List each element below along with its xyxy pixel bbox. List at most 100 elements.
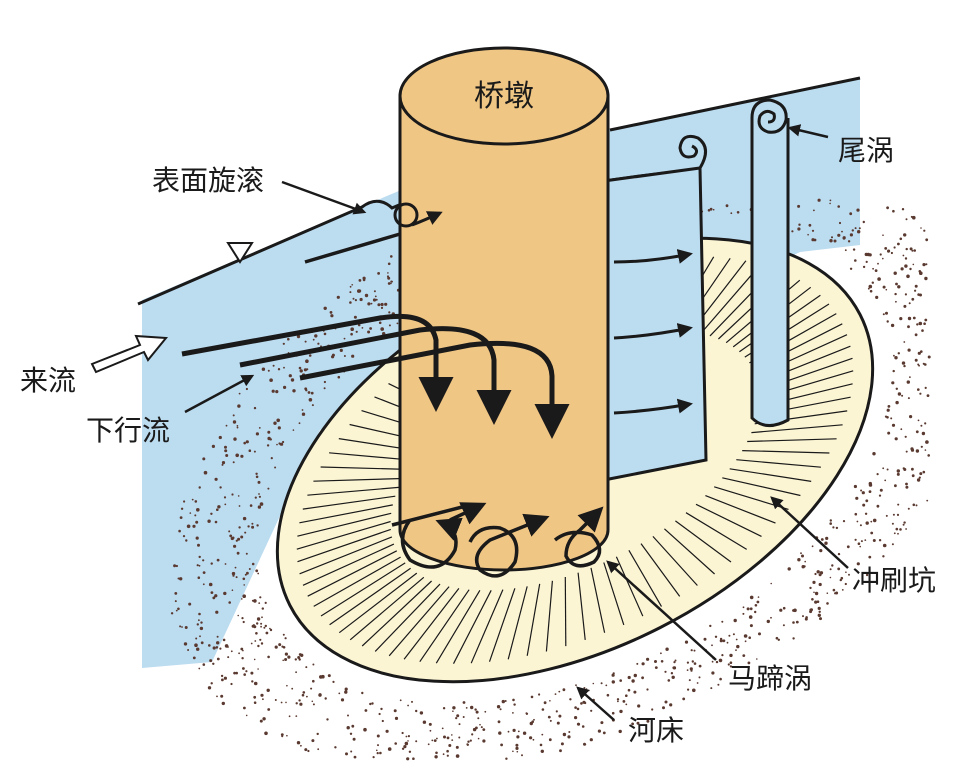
label-scour-hole: 冲刷坑 <box>852 564 936 597</box>
sediment-dot <box>590 709 593 712</box>
sediment-dot <box>721 654 724 657</box>
sediment-dot <box>905 218 908 221</box>
sediment-dot <box>896 469 900 473</box>
sediment-dot <box>877 277 881 281</box>
sediment-dot <box>243 584 245 586</box>
sediment-dot <box>184 626 188 629</box>
sediment-dot <box>758 632 761 636</box>
sediment-dot <box>903 233 907 237</box>
sediment-dot <box>714 635 718 638</box>
sediment-dot <box>323 387 326 390</box>
sediment-dot <box>337 375 341 379</box>
scour-hatch-line <box>299 536 393 575</box>
sediment-dot <box>894 292 897 296</box>
sediment-dot <box>797 227 801 231</box>
sediment-dot <box>238 392 241 395</box>
sediment-dot <box>575 717 577 719</box>
sediment-dot <box>779 608 783 612</box>
sediment-dot <box>500 743 503 747</box>
sediment-dot <box>840 576 844 580</box>
sediment-dot <box>343 355 346 357</box>
sediment-dot <box>925 238 929 242</box>
sediment-dot <box>903 364 906 368</box>
sediment-dot <box>446 749 449 753</box>
sediment-dot <box>895 387 898 390</box>
sediment-dot <box>281 645 284 648</box>
sediment-dot <box>892 513 895 516</box>
surface-roller-arrow <box>411 211 443 227</box>
sediment-dot <box>380 327 385 331</box>
sediment-dot <box>876 473 879 476</box>
sediment-dot <box>744 640 747 643</box>
sediment-dot <box>194 643 198 647</box>
sediment-dot <box>894 437 898 441</box>
sediment-dot <box>917 388 920 391</box>
sediment-dot <box>219 647 222 650</box>
sediment-dot <box>858 227 861 230</box>
sediment-dot <box>909 267 912 271</box>
sediment-dot <box>452 706 456 710</box>
sediment-dot <box>194 514 197 517</box>
sediment-dot <box>406 757 410 761</box>
sediment-dot <box>735 638 738 641</box>
sediment-dot <box>253 406 257 410</box>
sediment-dot <box>231 493 234 496</box>
sediment-dot <box>179 625 182 628</box>
sediment-dot <box>891 543 894 546</box>
sediment-dot <box>280 701 283 704</box>
wake-vortex-tube <box>750 118 790 427</box>
sediment-dot <box>818 610 821 613</box>
scour-hatch-line <box>297 528 391 563</box>
sediment-dot <box>246 571 249 575</box>
leader-wake-vortex <box>787 124 829 139</box>
sediment-dot <box>865 260 868 263</box>
sediment-dot <box>298 366 302 370</box>
sediment-dot <box>443 735 446 739</box>
sediment-dot <box>433 739 437 742</box>
sediment-dot <box>890 417 893 420</box>
sediment-dot <box>905 247 908 251</box>
sediment-dot <box>860 489 863 492</box>
sediment-dot <box>558 714 562 718</box>
sediment-dot <box>587 689 590 692</box>
scour-hatch-line <box>349 576 425 641</box>
sediment-dot <box>501 699 505 704</box>
sediment-dot <box>222 638 226 642</box>
sediment-dot <box>249 504 253 507</box>
sediment-dot <box>522 731 527 735</box>
sediment-dot <box>388 311 391 314</box>
sediment-dot <box>216 635 219 638</box>
sediment-dot <box>482 739 486 743</box>
sediment-dot <box>902 254 905 257</box>
sediment-dot <box>378 321 382 325</box>
sediment-dot <box>255 475 259 479</box>
sediment-dot <box>301 693 305 697</box>
sediment-dot <box>195 536 199 540</box>
sediment-dot <box>227 656 230 659</box>
sediment-dot <box>795 620 799 624</box>
sediment-dot <box>173 564 177 568</box>
sediment-dot <box>256 524 259 527</box>
sediment-dot <box>353 755 357 759</box>
sediment-dot <box>909 376 911 378</box>
sediment-dot <box>304 748 308 752</box>
sediment-dot <box>746 607 750 611</box>
sediment-dot <box>174 600 177 603</box>
sediment-dot <box>202 559 205 562</box>
sediment-dot <box>856 562 860 566</box>
sediment-dot <box>801 554 804 558</box>
sediment-dot <box>258 427 261 429</box>
sediment-dot <box>820 538 824 541</box>
sediment-dot <box>890 323 895 328</box>
sediment-dot <box>261 607 264 610</box>
sediment-dot <box>344 690 348 694</box>
sediment-dot <box>284 637 287 640</box>
sediment-dot <box>323 332 327 336</box>
sediment-dot <box>576 707 580 711</box>
sediment-dot <box>364 293 369 298</box>
sediment-dot <box>192 656 196 660</box>
sediment-dot <box>301 409 304 411</box>
water-surface-far <box>609 76 861 132</box>
sediment-dot <box>189 512 192 514</box>
sediment-dot <box>517 730 520 733</box>
